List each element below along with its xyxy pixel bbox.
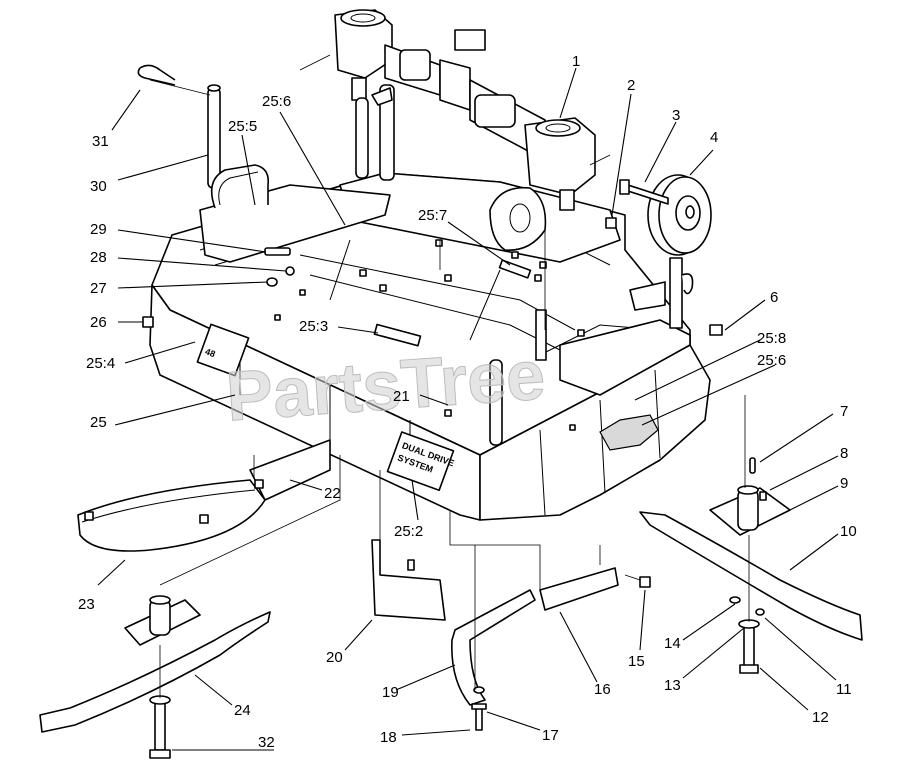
callouts: 1 2 3 4 6 7 8 9 10 11 12 13 14 15 16 17 … (78, 53, 857, 751)
callout-11: 11 (836, 681, 852, 698)
callout-25: 25 (90, 414, 107, 431)
callout-6: 6 (770, 289, 778, 306)
height-pin-30 (207, 84, 221, 189)
wheel-axle-bolt (619, 179, 669, 205)
deck-hardware (274, 239, 585, 431)
pivot-post-left (355, 84, 395, 181)
callout-25-2: 25:2 (394, 523, 423, 540)
bolt-27-28-29 (264, 247, 295, 287)
assembly-lines (149, 79, 750, 698)
callout-25-6a: 25:6 (262, 93, 291, 110)
callout-23: 23 (78, 596, 95, 613)
callout-26: 26 (90, 314, 107, 331)
key-7 (749, 457, 756, 474)
blade-24 (39, 611, 271, 733)
callout-8: 8 (840, 445, 848, 462)
callout-30: 30 (90, 178, 107, 195)
callout-12: 12 (812, 709, 829, 726)
blade-bolt-12 (738, 619, 760, 674)
callout-19: 19 (382, 684, 399, 701)
callout-32: 32 (258, 734, 275, 751)
nut-2 (605, 217, 617, 229)
decal-48-text: 48 (204, 346, 217, 359)
callout-22: 22 (324, 485, 341, 502)
spindle-right (709, 485, 791, 536)
callout-17: 17 (542, 727, 559, 744)
callout-27: 27 (90, 280, 107, 297)
callout-25-3: 25:3 (299, 318, 328, 335)
callout-29: 29 (90, 221, 107, 238)
callout-25-5: 25:5 (228, 118, 257, 135)
baffle-19 (451, 589, 536, 706)
gauge-wheel (647, 174, 712, 256)
washer-17 (473, 686, 485, 694)
bolt-18 (471, 703, 487, 731)
gearbox-drive-assembly (299, 9, 611, 251)
callout-4: 4 (710, 129, 718, 146)
callout-16: 16 (594, 681, 611, 698)
callout-31: 31 (92, 133, 109, 150)
callout-3: 3 (672, 107, 680, 124)
baffle-20 (371, 539, 446, 621)
spindle-left (124, 595, 201, 646)
callout-20: 20 (326, 649, 343, 666)
callout-9: 9 (840, 475, 848, 492)
callout-7: 7 (840, 403, 848, 420)
callout-28: 28 (90, 249, 107, 266)
shield-22 (249, 439, 331, 501)
washer-11-13-14 (729, 596, 765, 616)
bolt-32 (149, 695, 171, 759)
wheel-bracket (629, 257, 723, 336)
shield-16 (539, 567, 619, 611)
callout-10: 10 (840, 523, 857, 540)
callout-25-6b: 25:6 (757, 352, 786, 369)
callout-1: 1 (572, 53, 580, 70)
callout-15: 15 (628, 653, 645, 670)
hairpin-clip-31 (137, 64, 176, 86)
callout-13: 13 (664, 677, 681, 694)
callout-21: 21 (393, 388, 410, 405)
nut-15 (639, 576, 651, 588)
callout-25-8: 25:8 (757, 330, 786, 347)
callout-24: 24 (234, 702, 251, 719)
blade-10 (639, 511, 863, 641)
decal-25-3 (373, 323, 422, 347)
nut-26 (142, 316, 154, 328)
callout-18: 18 (380, 729, 397, 746)
baffle-23 (77, 479, 266, 552)
callout-25-7: 25:7 (418, 207, 447, 224)
leader-lines (97, 67, 839, 751)
callout-2: 2 (627, 77, 635, 94)
callout-14: 14 (664, 635, 681, 652)
decal-25-7 (498, 259, 532, 279)
callout-25-4: 25:4 (86, 355, 115, 372)
decal-48: 48 (196, 323, 250, 377)
pivot-post-right (489, 309, 547, 446)
